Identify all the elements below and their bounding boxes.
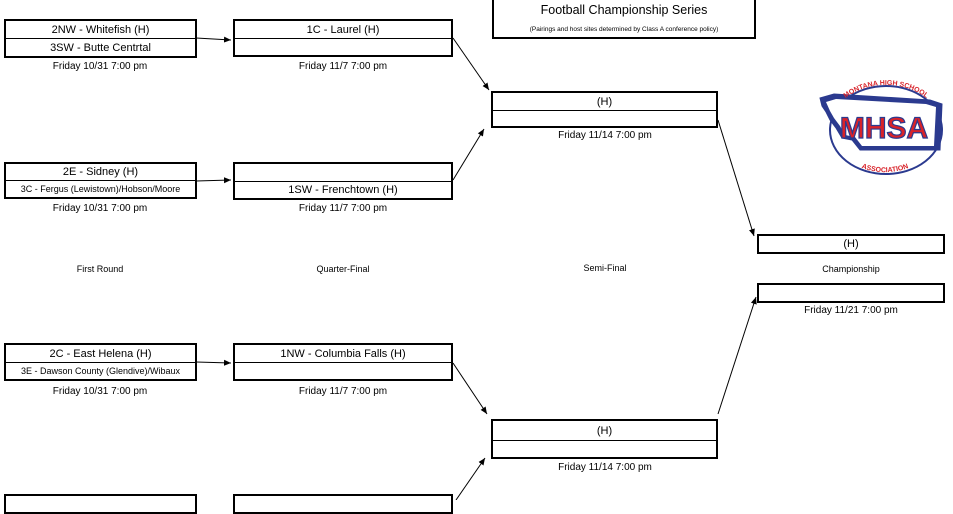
connector-arrow xyxy=(195,177,232,184)
game-date: Friday 10/31 7:00 pm xyxy=(52,386,148,397)
championship-slot-bottom xyxy=(757,283,945,303)
game-date: Friday 11/7 7:00 pm xyxy=(298,61,388,72)
team-slot: 2C - East Helena (H) xyxy=(6,345,195,363)
quarter-final-matchup-2: 1SW - Frenchtown (H) xyxy=(233,162,453,200)
mhsa-logo: MONTANA HIGH SCHOOL ASSOCIATION MHSA xyxy=(812,80,948,180)
logo-ring-bottom: ASSOCIATION xyxy=(861,163,910,174)
quarter-final-matchup-1: 1C - Laurel (H) xyxy=(233,19,453,57)
quarter-final-matchup-4 xyxy=(233,494,453,514)
connector-arrow xyxy=(452,37,490,91)
game-date: Friday 11/21 7:00 pm xyxy=(804,305,898,316)
semi-final-matchup-2: (H) xyxy=(491,419,718,459)
bracket-subtitle: (Pairings and host sites determined by C… xyxy=(529,26,719,33)
game-date: Friday 11/7 7:00 pm xyxy=(298,203,388,214)
game-date: Friday 11/14 7:00 pm xyxy=(558,462,652,473)
team-slot: 2E - Sidney (H) xyxy=(6,164,195,181)
championship-slot-top: (H) xyxy=(757,234,945,254)
team-slot xyxy=(759,285,943,301)
team-slot: 3SW - Butte Centrtal xyxy=(50,41,151,54)
team-slot xyxy=(235,164,451,182)
connector-arrow xyxy=(452,362,488,415)
connector-arrow xyxy=(717,296,757,415)
team-slot: (H) xyxy=(493,421,716,441)
team-slot xyxy=(493,441,716,457)
round-label-quarter: Quarter-Final xyxy=(316,264,370,274)
team-slot: 1NW - Columbia Falls (H) xyxy=(235,345,451,363)
team-slot: (H) xyxy=(843,238,859,250)
game-date: Friday 10/31 7:00 pm xyxy=(52,203,148,214)
team-slot xyxy=(235,39,451,55)
title-box: Football Championship Series (Pairings a… xyxy=(492,0,756,39)
connector-arrow xyxy=(717,119,755,237)
svg-text:ASSOCIATION: ASSOCIATION xyxy=(861,163,910,174)
first-round-matchup-2: 2E - Sidney (H) 3C - Fergus (Lewistown)/… xyxy=(4,162,197,199)
team-slot: (H) xyxy=(493,93,716,111)
mhsa-logo-graphic: MONTANA HIGH SCHOOL ASSOCIATION MHSA xyxy=(819,80,943,175)
first-round-matchup-3: 2C - East Helena (H) 3E - Dawson County … xyxy=(4,343,197,381)
team-slot xyxy=(493,111,716,126)
round-label-semi: Semi-Final xyxy=(583,263,627,273)
team-slot: 2NW - Whitefish (H) xyxy=(6,21,195,39)
logo-wordmark: MHSA xyxy=(840,112,928,145)
semi-final-matchup-1: (H) xyxy=(491,91,718,128)
connector-arrow xyxy=(455,457,486,500)
connector-arrow xyxy=(452,128,485,181)
team-slot: 3E - Dawson County (Glendive)/Wibaux xyxy=(20,366,181,376)
game-date: Friday 11/7 7:00 pm xyxy=(298,386,388,397)
team-slot xyxy=(235,363,451,379)
round-label-championship: Championship xyxy=(822,264,880,274)
bracket-title: Football Championship Series xyxy=(540,3,708,17)
round-label-first: First Round xyxy=(76,264,124,274)
connector-arrow xyxy=(195,359,232,366)
bracket-connectors xyxy=(195,36,757,500)
first-round-matchup-1: 2NW - Whitefish (H) 3SW - Butte Centrtal xyxy=(4,19,197,58)
team-slot: 1SW - Frenchtown (H) xyxy=(288,184,398,196)
game-date: Friday 10/31 7:00 pm xyxy=(52,61,148,72)
first-round-matchup-4 xyxy=(4,494,197,514)
connector-arrow xyxy=(195,36,232,43)
team-slot: 1C - Laurel (H) xyxy=(235,21,451,39)
quarter-final-matchup-3: 1NW - Columbia Falls (H) xyxy=(233,343,453,381)
game-date: Friday 11/14 7:00 pm xyxy=(558,130,652,141)
team-slot: 3C - Fergus (Lewistown)/Hobson/Moore xyxy=(20,184,181,194)
